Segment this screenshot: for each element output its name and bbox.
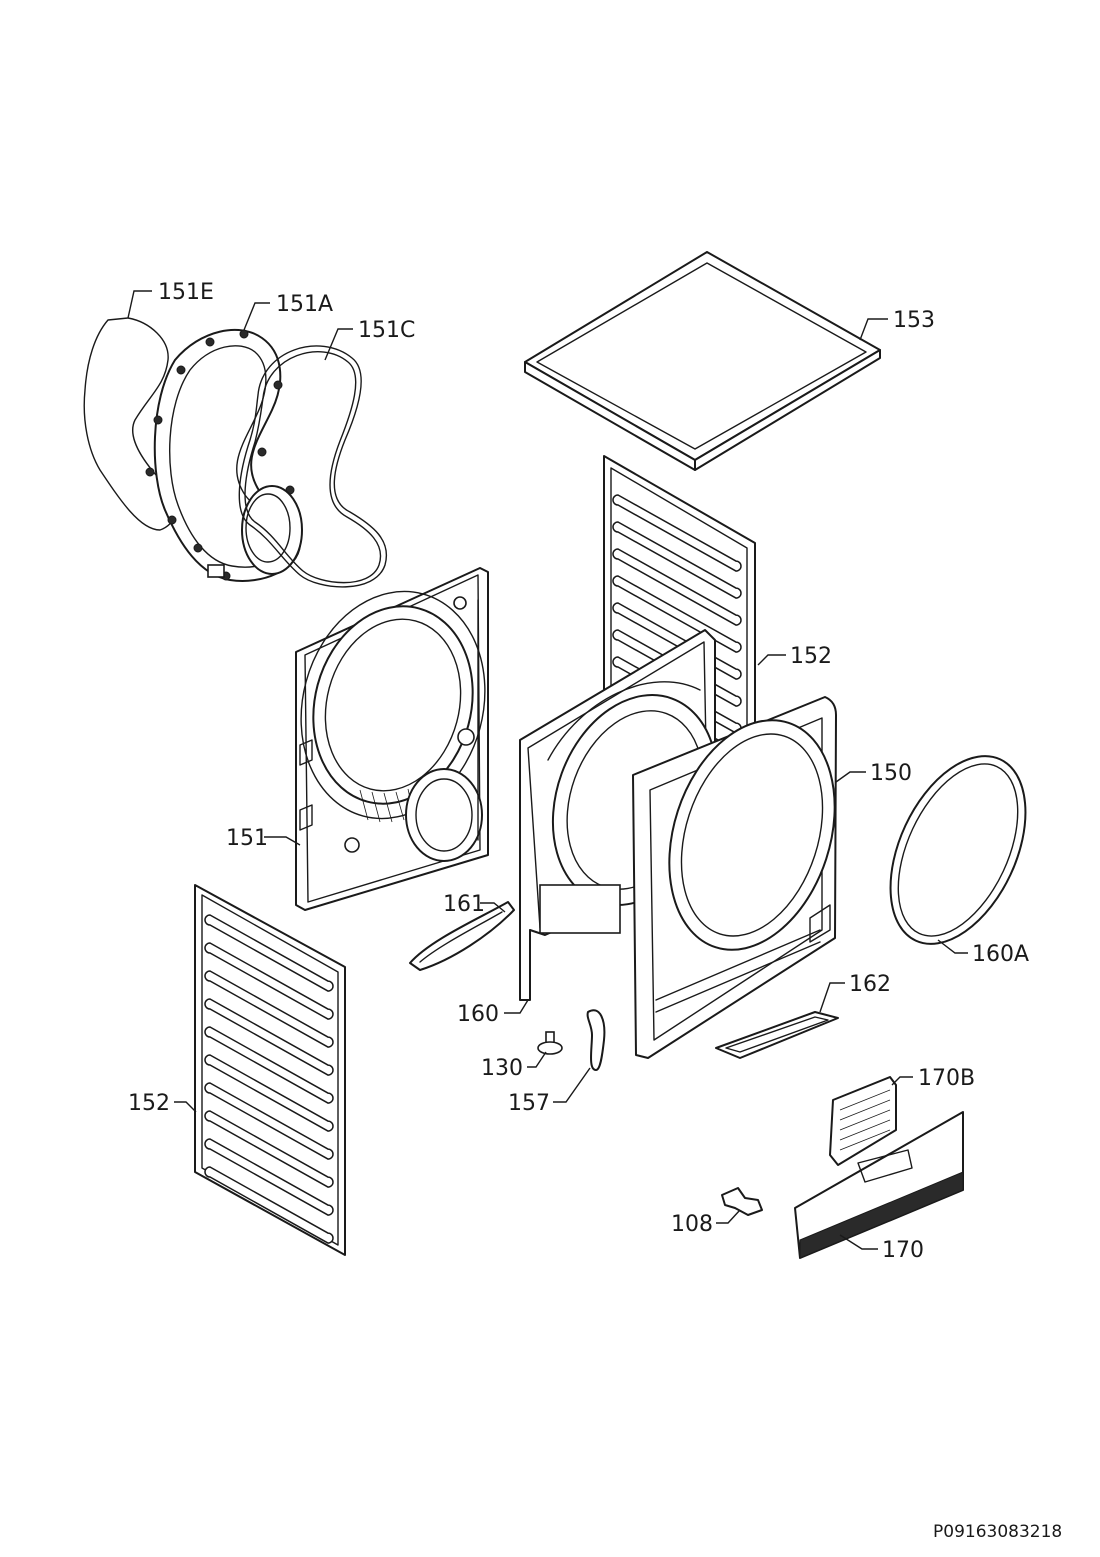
label-160: 160 <box>457 1002 499 1027</box>
vent-slot <box>204 1026 334 1104</box>
label-170B: 170B <box>918 1066 975 1091</box>
vent-slot <box>612 548 742 626</box>
label-151: 151 <box>226 826 268 851</box>
label-161: 161 <box>443 892 485 917</box>
label-153: 153 <box>893 308 935 333</box>
label-170: 170 <box>882 1238 924 1263</box>
vent-slot <box>204 1054 334 1132</box>
vent-slot <box>204 914 334 992</box>
panel-slots-bottom <box>204 914 334 1244</box>
part-153-top-cover <box>524 251 881 471</box>
vent-slot <box>612 494 742 572</box>
label-108: 108 <box>671 1212 713 1237</box>
part-157-curved-strip <box>586 1009 606 1071</box>
label-157: 157 <box>508 1091 550 1116</box>
document-code: P09163083218 <box>933 1522 1062 1542</box>
part-160A-door-seal <box>889 755 1027 945</box>
vent-slot <box>204 998 334 1076</box>
vent-slot <box>204 1110 334 1188</box>
part-170B-grille-cover <box>829 1076 897 1166</box>
label-152-bottom: 152 <box>128 1091 170 1116</box>
part-150-front-panel <box>632 696 837 1059</box>
vent-slot <box>204 1138 334 1216</box>
label-130: 130 <box>481 1056 523 1081</box>
vent-slot <box>612 521 742 599</box>
label-151C: 151C <box>358 318 415 343</box>
part-labels: 151E 151A 151C 153 152 150 151 160A 161 … <box>128 280 1029 1263</box>
label-151E: 151E <box>158 280 214 305</box>
label-152-top: 152 <box>790 644 832 669</box>
part-151C-seal-ring <box>238 345 388 588</box>
vent-slot <box>204 1082 334 1160</box>
part-152-side-panel-bottom <box>194 884 346 1256</box>
vent-slot <box>204 1166 334 1244</box>
label-160A: 160A <box>972 942 1029 967</box>
vent-slot <box>204 942 334 1020</box>
leader-lines <box>127 290 968 1250</box>
part-170-front-grille-panel <box>794 1111 964 1259</box>
part-108-clip <box>721 1187 763 1216</box>
label-151A: 151A <box>276 292 333 317</box>
vent-slot <box>204 970 334 1048</box>
label-162: 162 <box>849 972 891 997</box>
part-130-foot <box>537 1031 563 1055</box>
part-151-rear-panel <box>295 567 489 911</box>
label-150: 150 <box>870 761 912 786</box>
part-161-bracket <box>409 901 515 971</box>
part-162-filter-tray <box>715 1011 839 1059</box>
